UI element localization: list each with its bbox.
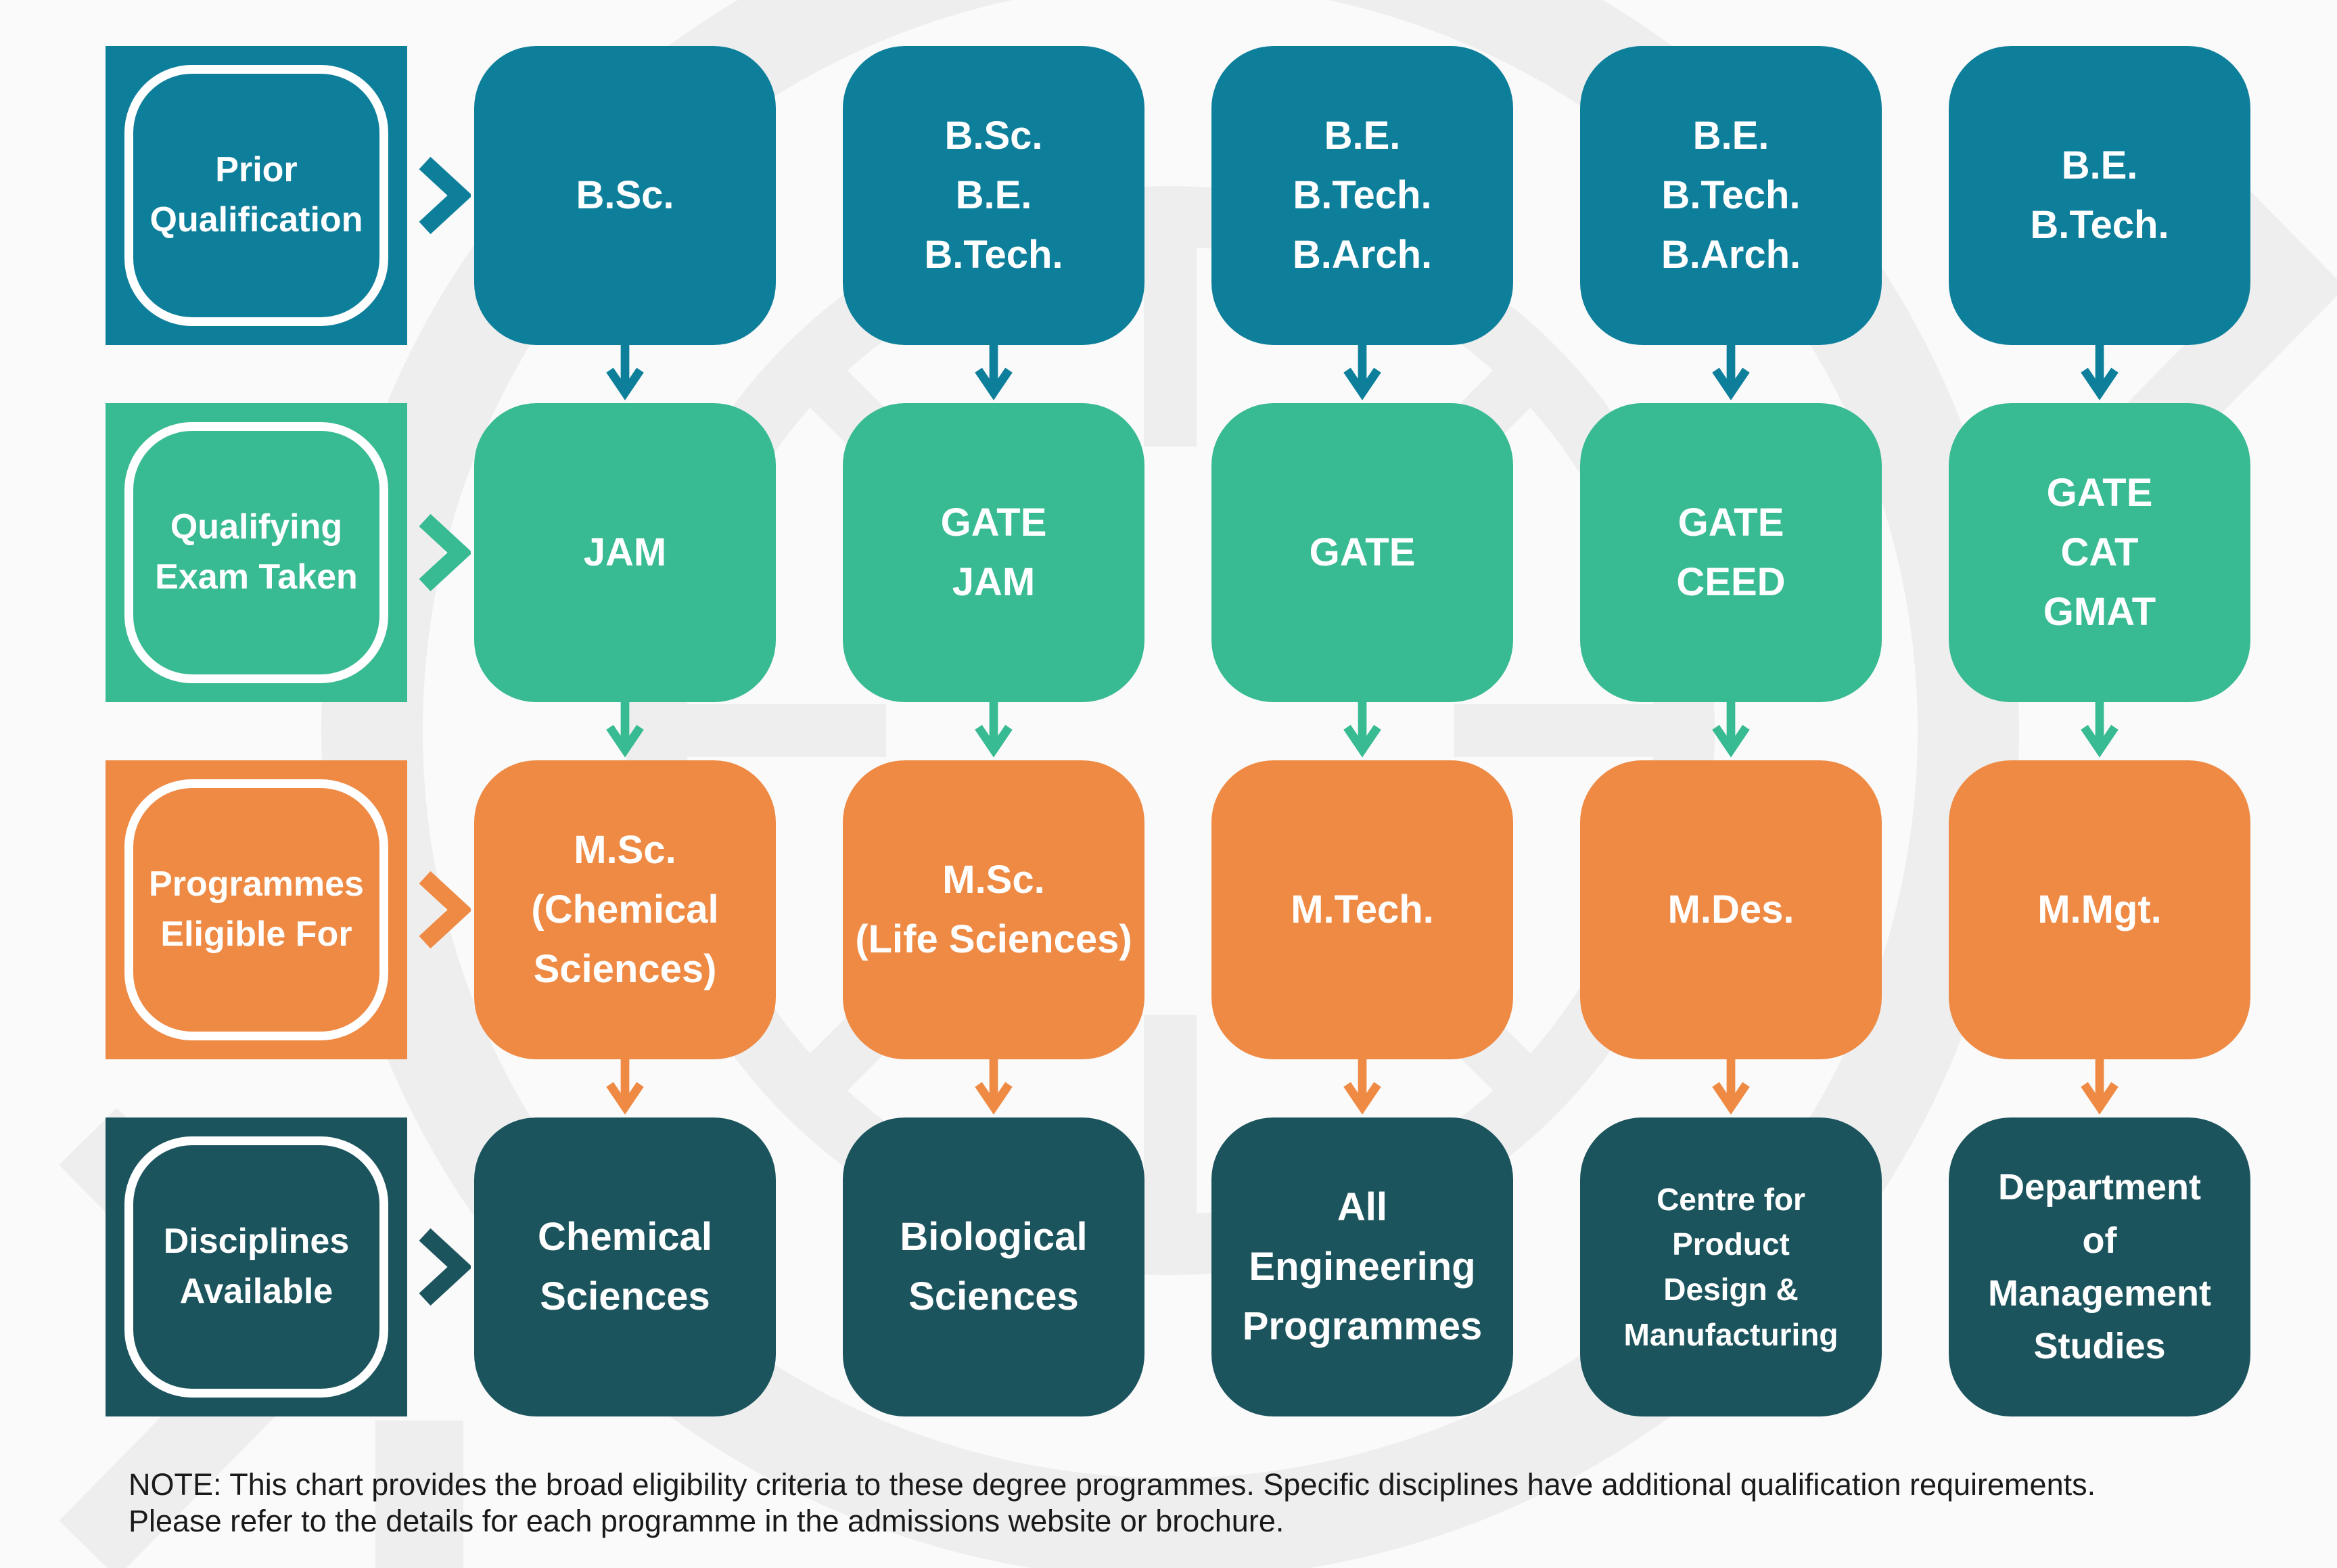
flow-box-discipline-col2: Biological Sciences bbox=[843, 1117, 1144, 1416]
flowchart-grid: Prior Qualification B.Sc. B.Sc. B.E. B.T… bbox=[106, 46, 2250, 1416]
down-arrow-icon bbox=[1712, 702, 1750, 758]
right-chevron-arrow-icon bbox=[419, 871, 471, 949]
down-arrow-icon bbox=[606, 345, 644, 400]
down-arrow-icon bbox=[975, 702, 1013, 758]
row-header-label: Disciplines Available bbox=[163, 1222, 350, 1311]
down-arrow-icon bbox=[975, 345, 1013, 400]
row-header-qualifying-exam: Qualifying Exam Taken bbox=[106, 403, 471, 702]
flow-box-exam-col5: GATE CAT GMAT bbox=[1949, 403, 2250, 758]
right-chevron-arrow-icon bbox=[419, 156, 471, 235]
row-header-disciplines-available: Disciplines Available bbox=[106, 1117, 471, 1416]
down-arrow-icon bbox=[2081, 345, 2119, 400]
flow-box-discipline-col3: All Engineering Programmes bbox=[1211, 1117, 1513, 1416]
down-arrow-icon bbox=[975, 1059, 1013, 1115]
flow-box-exam-col2: GATE JAM bbox=[843, 403, 1144, 758]
flow-box-prior-col4: B.E. B.Tech. B.Arch. bbox=[1580, 46, 1882, 400]
right-chevron-arrow-icon bbox=[419, 1228, 471, 1306]
down-arrow-icon bbox=[606, 702, 644, 758]
flow-box-programme-col3: M.Tech. bbox=[1211, 760, 1513, 1115]
row-header-label: Qualifying Exam Taken bbox=[155, 507, 358, 597]
flow-box-programme-col1: M.Sc. (Chemical Sciences) bbox=[474, 760, 776, 1115]
flow-box-programme-col4: M.Des. bbox=[1580, 760, 1882, 1115]
row-header-programmes-eligible: Programmes Eligible For bbox=[106, 760, 471, 1059]
down-arrow-icon bbox=[2081, 1059, 2119, 1115]
flow-box-exam-col4: GATE CEED bbox=[1580, 403, 1882, 758]
flow-box-programme-col5: M.Mgt. bbox=[1949, 760, 2250, 1115]
flow-box-discipline-col5: Department of Management Studies bbox=[1949, 1117, 2250, 1416]
flow-box-exam-col1: JAM bbox=[474, 403, 776, 758]
footnote-line-1: NOTE: This chart provides the broad elig… bbox=[129, 1467, 2096, 1502]
flow-box-prior-col1: B.Sc. bbox=[474, 46, 776, 400]
flow-box-prior-col2: B.Sc. B.E. B.Tech. bbox=[843, 46, 1144, 400]
flow-box-exam-col3: GATE bbox=[1211, 403, 1513, 758]
flow-box-discipline-col1: Chemical Sciences bbox=[474, 1117, 776, 1416]
down-arrow-icon bbox=[1343, 702, 1381, 758]
row-header-prior-qualification: Prior Qualification bbox=[106, 46, 471, 345]
down-arrow-icon bbox=[606, 1059, 644, 1115]
down-arrow-icon bbox=[1343, 1059, 1381, 1115]
flow-box-prior-col3: B.E. B.Tech. B.Arch. bbox=[1211, 46, 1513, 400]
down-arrow-icon bbox=[1712, 345, 1750, 400]
flow-box-programme-col2: M.Sc. (Life Sciences) bbox=[843, 760, 1144, 1115]
down-arrow-icon bbox=[2081, 702, 2119, 758]
right-chevron-arrow-icon bbox=[419, 513, 471, 592]
flow-box-prior-col5: B.E. B.Tech. bbox=[1949, 46, 2250, 400]
row-header-label: Programmes Eligible For bbox=[149, 864, 364, 954]
footnote-line-2: Please refer to the details for each pro… bbox=[129, 1504, 1285, 1538]
down-arrow-icon bbox=[1712, 1059, 1750, 1115]
flow-box-discipline-col4: Centre for Product Design & Manufacturin… bbox=[1580, 1117, 1882, 1416]
down-arrow-icon bbox=[1343, 345, 1381, 400]
footnote: NOTE: This chart provides the broad elig… bbox=[129, 1467, 2096, 1540]
row-header-label: Prior Qualification bbox=[149, 150, 363, 239]
